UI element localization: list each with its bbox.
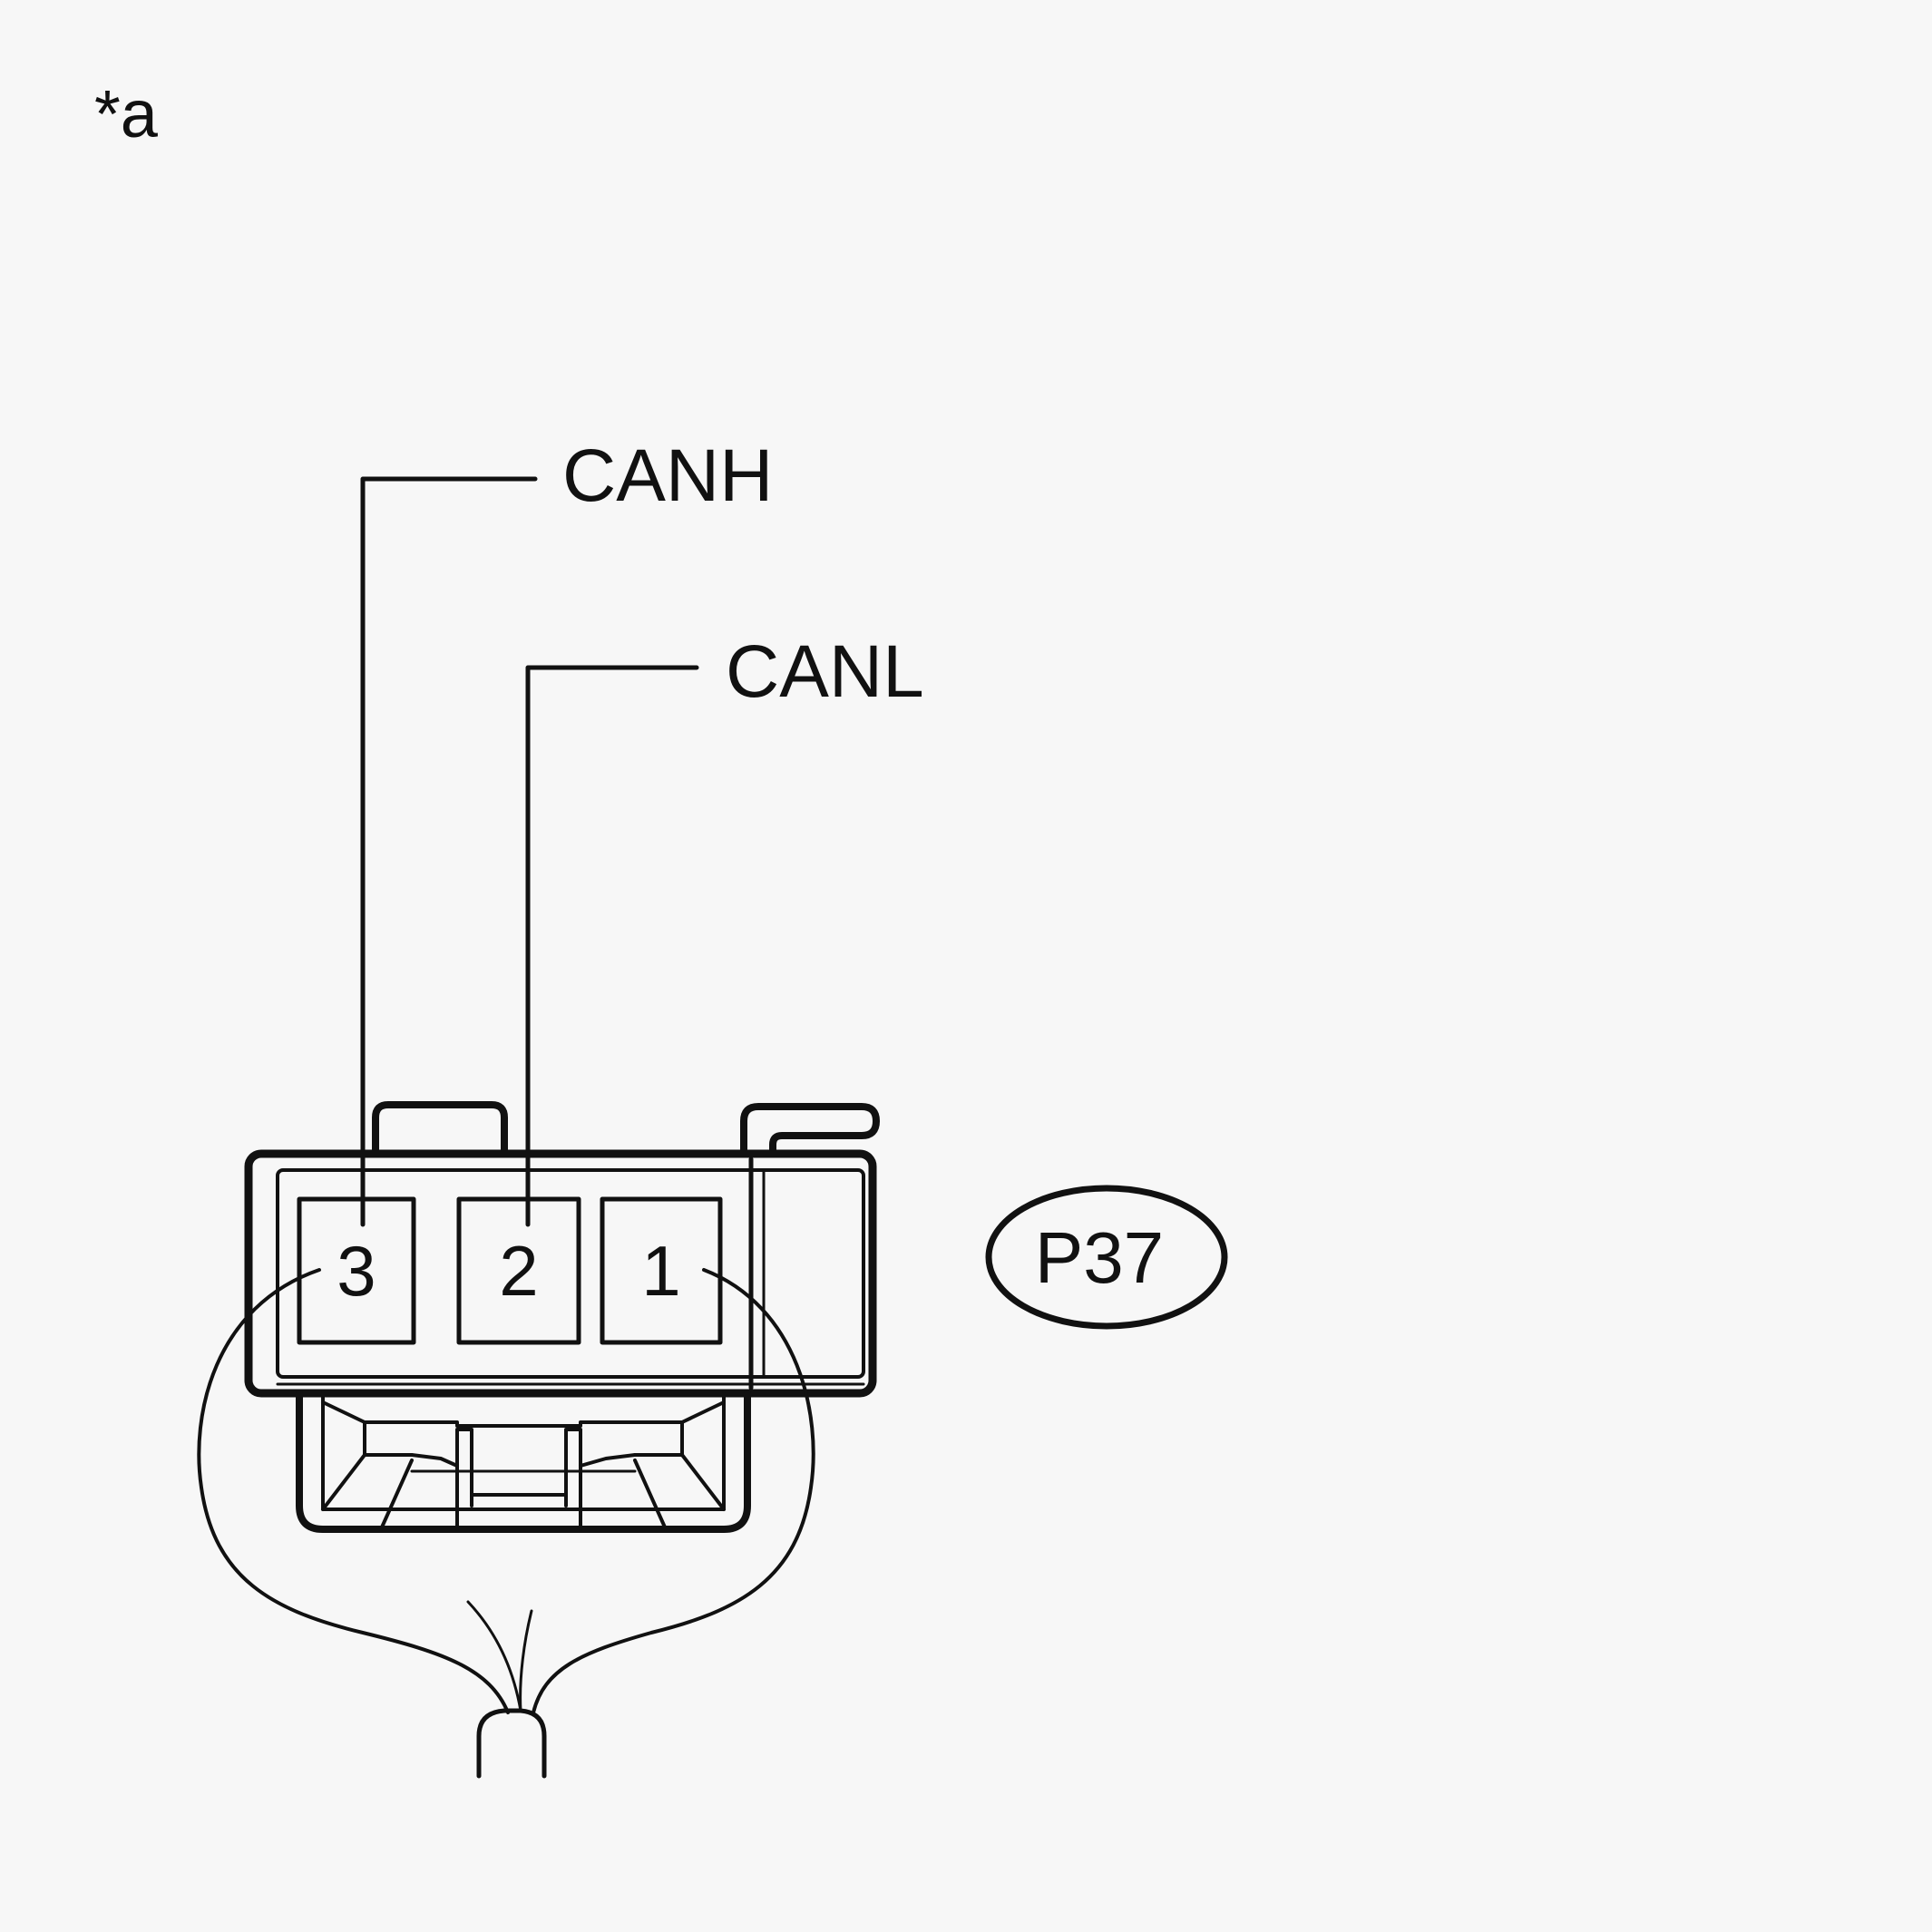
lower-shroud-inner — [321, 1391, 726, 1511]
shroud-foot-right — [633, 1459, 668, 1531]
shroud-rib-left — [321, 1400, 366, 1511]
harness-wire-left — [197, 1268, 510, 1714]
shroud-rib-right — [680, 1400, 726, 1511]
canl-leader-line — [525, 665, 699, 1227]
canh-leader-line — [360, 476, 538, 1227]
figure-tag: *a — [94, 76, 159, 151]
harness-bundle — [476, 1708, 547, 1779]
connector-code: P37 — [1035, 1217, 1164, 1298]
top-tab — [372, 1101, 508, 1157]
housing-inner — [276, 1168, 865, 1379]
harness-strand-b — [519, 1609, 533, 1712]
shroud-ramp-right — [579, 1453, 637, 1468]
harness-strand-a — [466, 1600, 522, 1712]
connector-housing — [244, 1101, 880, 1533]
connector-code-badge: P37 — [985, 1185, 1228, 1330]
lower-shroud — [296, 1390, 751, 1533]
terminal-cavities: 3 2 1 — [297, 1196, 723, 1345]
side-latch — [740, 1103, 880, 1157]
housing-outer — [244, 1149, 877, 1398]
canh-label: CANH — [562, 434, 773, 517]
canl-label: CANL — [726, 630, 924, 713]
terminal-1-number: 1 — [641, 1231, 680, 1311]
connector-code-ellipse — [985, 1185, 1228, 1330]
shroud-key-right — [564, 1428, 582, 1531]
harness-wire-right — [532, 1268, 815, 1714]
terminal-2-cavity — [456, 1196, 581, 1345]
shroud-foot-left — [379, 1459, 414, 1531]
terminal-2-number: 2 — [499, 1231, 538, 1311]
shroud-ramp-left — [410, 1453, 459, 1468]
terminal-3-number: 3 — [337, 1231, 376, 1311]
wire-harness — [197, 1268, 815, 1779]
shroud-key — [455, 1428, 473, 1531]
shroud-step — [363, 1420, 684, 1428]
terminal-3-cavity — [297, 1196, 416, 1345]
terminal-1-cavity — [600, 1196, 723, 1345]
